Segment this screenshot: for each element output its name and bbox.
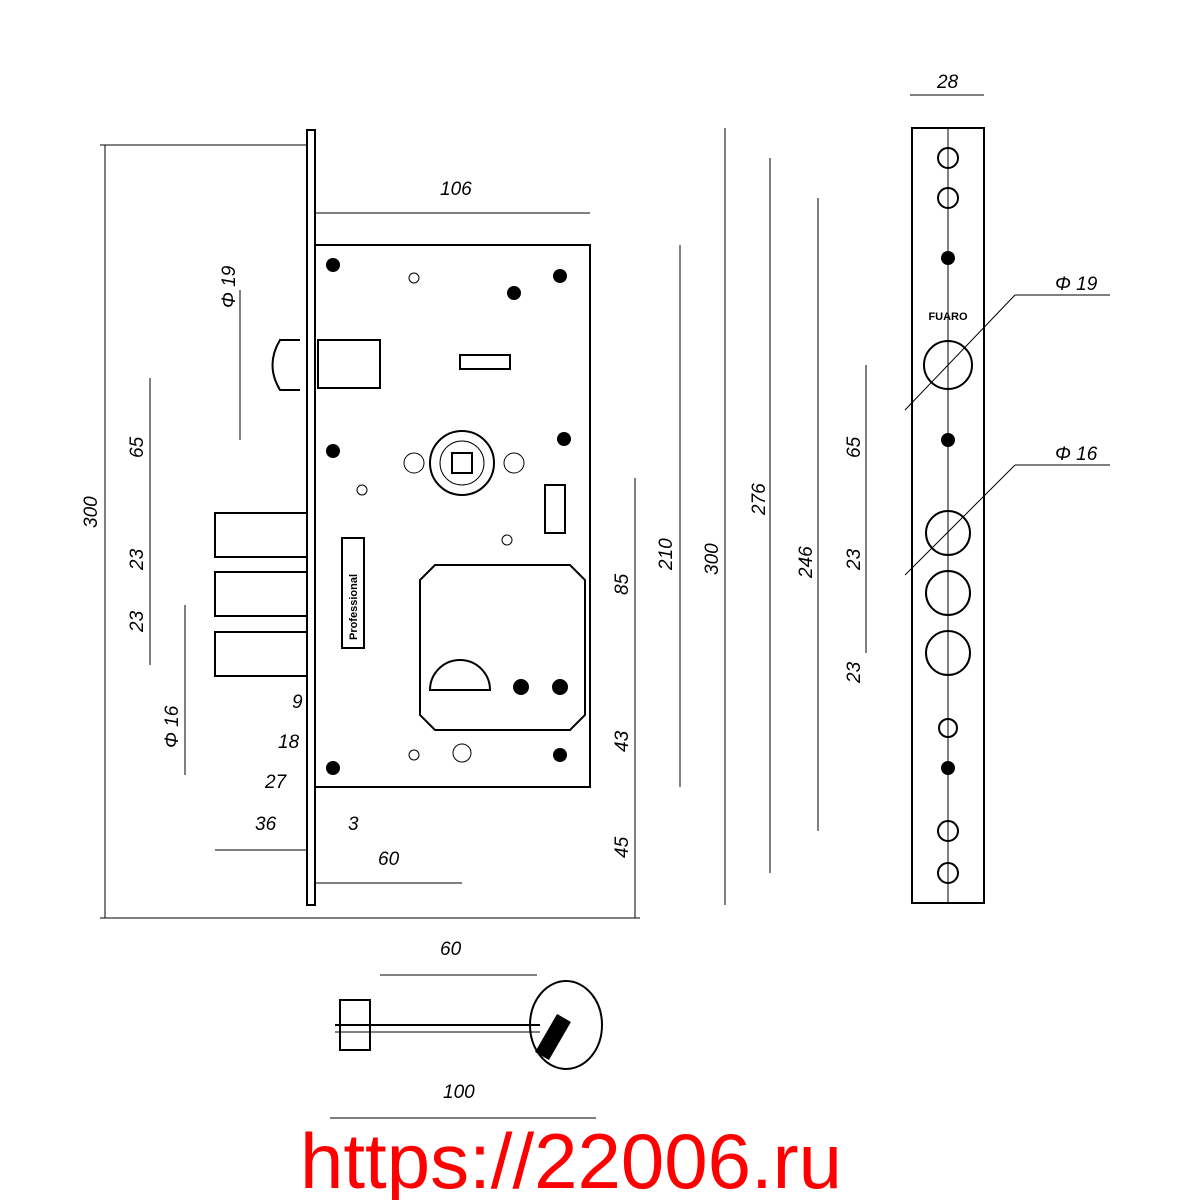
dimension-labels: 106 Φ 19 65 300 23 23 Φ 16 9 18 27 36 3 … xyxy=(81,72,1098,1103)
svg-text:23: 23 xyxy=(127,610,148,633)
label-plate xyxy=(341,537,365,649)
brand-label: FUARO xyxy=(928,311,968,323)
svg-text:18: 18 xyxy=(278,732,300,753)
svg-text:28: 28 xyxy=(936,72,959,93)
svg-text:27: 27 xyxy=(264,772,288,793)
dimension-lines xyxy=(100,94,1110,1119)
screw-holes xyxy=(326,258,571,775)
svg-text:36: 36 xyxy=(255,814,277,835)
svg-text:300: 300 xyxy=(81,496,102,528)
svg-text:23: 23 xyxy=(844,661,865,684)
watermark: https://22006.ru xyxy=(300,1117,842,1200)
svg-text:43: 43 xyxy=(612,730,633,752)
bolts xyxy=(214,512,308,677)
svg-text:Φ 16: Φ 16 xyxy=(1055,444,1098,465)
spindle-square xyxy=(451,452,473,474)
svg-text:65: 65 xyxy=(844,436,865,458)
svg-text:65: 65 xyxy=(127,436,148,458)
svg-text:23: 23 xyxy=(844,548,865,571)
svg-text:60: 60 xyxy=(440,939,462,960)
key xyxy=(335,980,603,1070)
svg-text:100: 100 xyxy=(443,1082,475,1103)
latch xyxy=(271,339,300,391)
svg-text:300: 300 xyxy=(702,543,723,575)
svg-text:45: 45 xyxy=(612,836,633,858)
cylinder-cam xyxy=(428,659,492,691)
faceplate-front xyxy=(306,129,316,906)
svg-text:Φ 19: Φ 19 xyxy=(219,265,240,308)
svg-text:210: 210 xyxy=(656,538,677,571)
svg-text:106: 106 xyxy=(440,179,472,200)
cylinder-plate xyxy=(419,564,586,731)
lock-body xyxy=(314,244,591,788)
svg-text:60: 60 xyxy=(378,849,400,870)
svg-text:3: 3 xyxy=(348,814,359,835)
series-label: Professional xyxy=(348,574,360,640)
svg-text:276: 276 xyxy=(749,483,770,516)
latch-mechanism xyxy=(317,339,381,389)
svg-text:Φ 16: Φ 16 xyxy=(162,705,183,748)
spindle-hub xyxy=(429,430,495,496)
faceplate-holes xyxy=(923,147,973,884)
svg-text:246: 246 xyxy=(796,546,817,579)
svg-text:85: 85 xyxy=(612,573,633,595)
svg-text:9: 9 xyxy=(292,692,303,713)
svg-text:23: 23 xyxy=(127,548,148,571)
svg-text:Φ 19: Φ 19 xyxy=(1055,274,1098,295)
